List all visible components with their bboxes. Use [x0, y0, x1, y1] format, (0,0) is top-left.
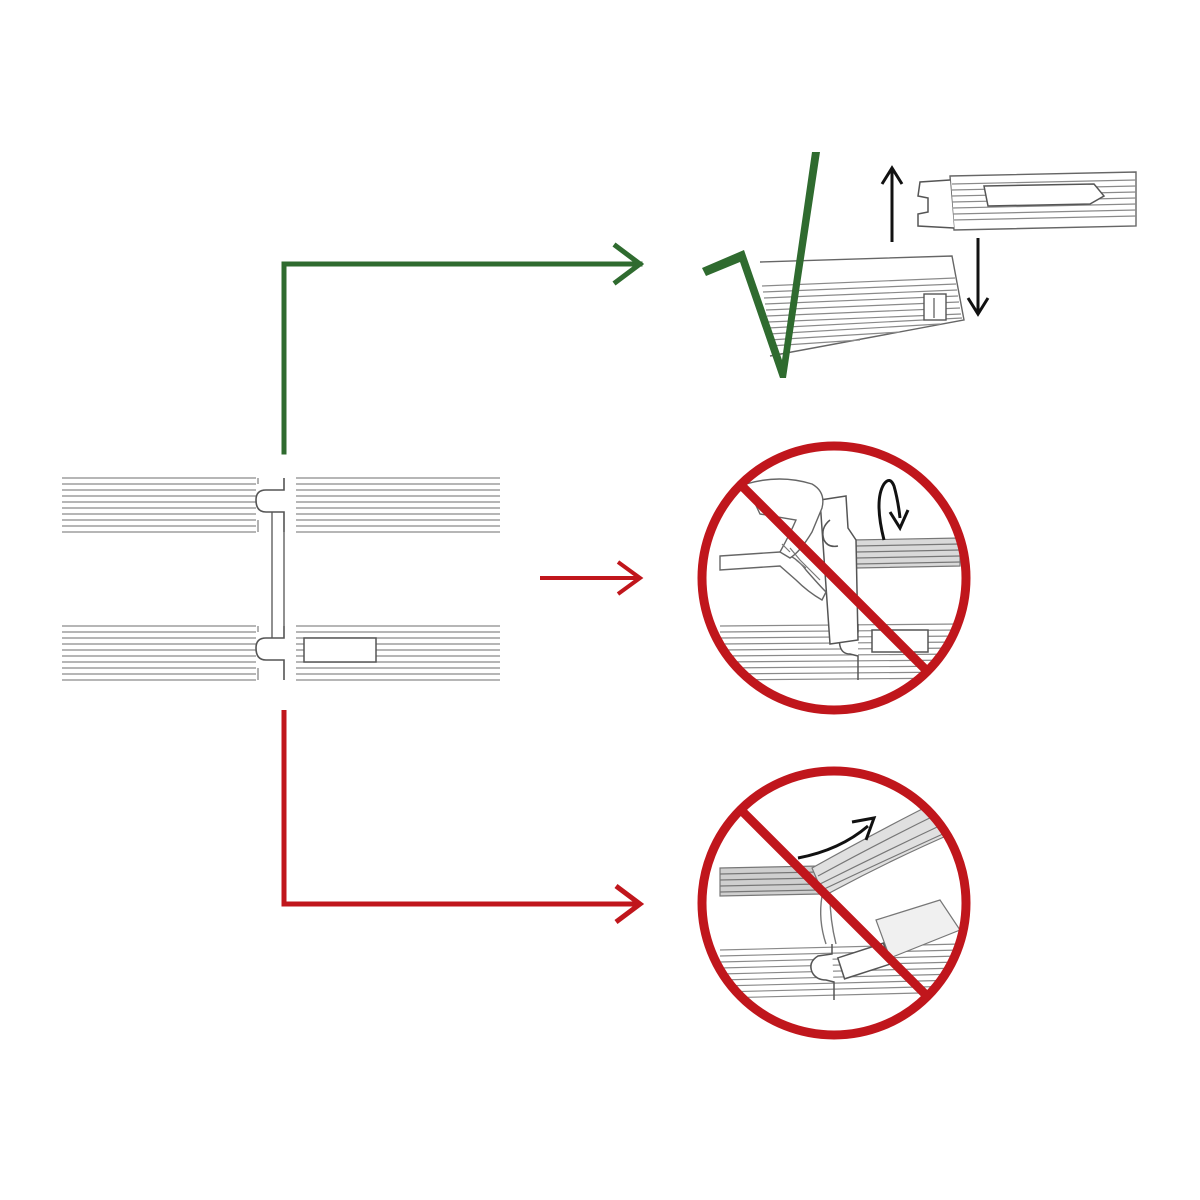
hand-drawing	[719, 551, 827, 601]
prohibited-icon	[697, 441, 971, 715]
joint-profile-lower	[255, 626, 285, 680]
wrong-method-angled-illustration	[697, 441, 971, 715]
joint-mask-upper	[256, 474, 296, 536]
clip-slot	[303, 637, 377, 663]
wrong-method-bend-illustration	[697, 766, 971, 1040]
arrow-up-icon	[880, 165, 904, 242]
red-bottom-arrow	[281, 710, 645, 924]
joint-mask-lower	[256, 622, 296, 684]
curved-arrow-icon	[797, 824, 869, 860]
joined-boards	[62, 474, 500, 684]
joint-profile-upper	[255, 478, 285, 532]
green-branch-arrow	[281, 242, 645, 455]
correct-method-illustration	[702, 152, 1137, 378]
red-middle-arrow	[540, 560, 644, 596]
rotate-arrow-icon	[877, 479, 902, 541]
correct-upper-board	[917, 171, 1137, 231]
check-mark-icon	[702, 152, 820, 378]
arrow-down-icon	[966, 238, 990, 317]
prohibited-icon	[697, 766, 971, 1040]
